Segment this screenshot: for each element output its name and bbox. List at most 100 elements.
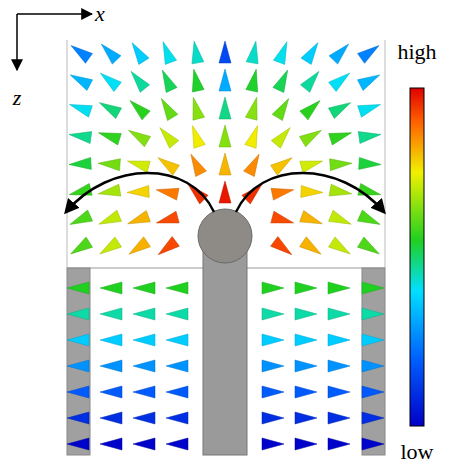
field-cone [362, 438, 384, 450]
field-cone [262, 386, 284, 398]
field-cone [133, 308, 155, 320]
region-boundary [67, 40, 68, 268]
field-cone [271, 153, 296, 175]
field-cone [97, 184, 121, 200]
field-cone [126, 237, 151, 259]
field-cone [329, 184, 353, 200]
field-cone [329, 210, 354, 229]
field-cone [262, 360, 284, 372]
field-cone [126, 96, 150, 120]
field-cone [329, 68, 354, 91]
field-cone [155, 153, 180, 175]
field-cone [166, 308, 188, 320]
field-cone [328, 334, 350, 346]
field-cone [300, 96, 324, 120]
field-cone [358, 41, 383, 64]
sphere-tip [198, 209, 252, 263]
field-cone [295, 386, 317, 398]
field-cone [273, 40, 292, 65]
field-cone [166, 360, 188, 372]
field-cone [157, 40, 176, 65]
field-cone [328, 438, 350, 450]
field-cone [295, 360, 317, 372]
field-cone [328, 412, 350, 424]
field-cone [100, 308, 122, 320]
field-cone [67, 70, 92, 91]
field-cone [272, 95, 294, 120]
x-axis-arrow [17, 13, 92, 15]
field-cone [187, 124, 206, 149]
field-cone [358, 129, 381, 144]
field-cone [271, 237, 296, 260]
field-cone [166, 282, 188, 294]
field-cone [155, 184, 179, 200]
field-cone [262, 308, 284, 320]
field-cone [262, 282, 284, 294]
field-cone [358, 99, 383, 117]
field-cone [328, 386, 350, 398]
field-cone [166, 438, 188, 450]
field-cone [68, 210, 93, 230]
field-cone [300, 155, 324, 172]
field-cone [329, 237, 354, 259]
field-cone [69, 157, 92, 170]
region-boundary [385, 40, 386, 268]
field-cone [301, 186, 324, 199]
colorbar [410, 88, 424, 426]
field-cone [330, 157, 353, 171]
field-cone [126, 211, 151, 230]
field-cone [186, 151, 207, 176]
field-cone [362, 334, 384, 346]
field-cone [166, 412, 188, 424]
field-cone [271, 184, 295, 200]
field-cone [357, 70, 382, 91]
field-cone [329, 127, 354, 145]
field-cone [295, 438, 317, 450]
field-cone [219, 125, 231, 147]
field-cone [67, 237, 92, 259]
field-cone [97, 40, 121, 64]
outer-conductor [362, 268, 385, 455]
field-cone [300, 68, 323, 93]
field-cone [301, 40, 323, 65]
field-cone [262, 438, 284, 450]
field-cone [133, 386, 155, 398]
field-cone [328, 308, 350, 320]
field-cone [262, 412, 284, 424]
field-cone [328, 97, 353, 118]
field-cone [157, 67, 177, 92]
field-cone [67, 386, 89, 398]
field-cone [166, 386, 188, 398]
circulation-arrow [66, 173, 214, 212]
field-cone [362, 412, 384, 424]
field-cones [67, 40, 384, 450]
field-cone [262, 334, 284, 346]
field-cone [155, 237, 180, 260]
field-cone [156, 95, 178, 120]
field-cone [295, 282, 317, 294]
field-cone [100, 360, 122, 372]
field-cone [244, 151, 265, 176]
field-cone [133, 282, 155, 294]
outer-conductor [67, 268, 90, 455]
field-cone [219, 153, 231, 175]
field-cone [97, 237, 122, 259]
field-cone [246, 68, 262, 92]
field-cone [362, 282, 384, 294]
field-cone [67, 334, 89, 346]
field-cone [100, 438, 122, 450]
field-cone [362, 386, 384, 398]
field-cone [67, 412, 89, 424]
field-cone [67, 360, 89, 372]
field-cone [362, 308, 384, 320]
field-cone [100, 386, 122, 398]
field-cone [219, 69, 231, 91]
field-cone [68, 99, 93, 117]
field-cone [188, 40, 204, 64]
field-cone [127, 40, 149, 65]
field-cone [300, 211, 325, 230]
field-cone [100, 334, 122, 346]
field-cone [358, 210, 383, 230]
